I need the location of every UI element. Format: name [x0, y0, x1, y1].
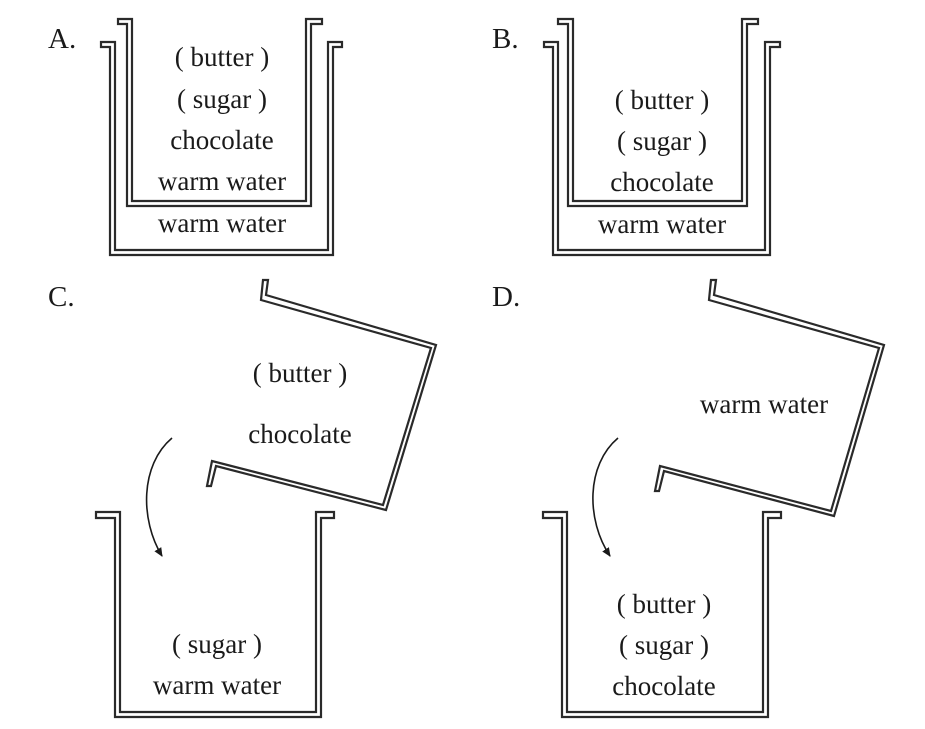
- option-b-outer-container: [542, 40, 782, 257]
- option-b-inner-item-1: ( butter ): [615, 85, 709, 115]
- option-b: B. ( butter ) ( sugar ) chocolate warm w…: [492, 17, 782, 257]
- option-d-pour-arrow: [592, 437, 619, 557]
- option-a-inner-item-2: ( sugar ): [177, 84, 267, 114]
- option-a-outer-item-1: warm water: [158, 208, 286, 238]
- option-a-inner-item-1: ( butter ): [175, 42, 269, 72]
- option-a-inner-item-4: warm water: [158, 166, 286, 196]
- option-d-bottom-item-1: ( butter ): [617, 589, 711, 619]
- option-d-bottom-item-2: ( sugar ): [619, 630, 709, 660]
- option-b-inner-container: [556, 17, 760, 208]
- option-a-inner-item-3: chocolate: [170, 125, 273, 155]
- option-c-bottom-item-1: ( sugar ): [172, 629, 262, 659]
- option-d-tilted-container: [653, 278, 886, 518]
- option-a-inner-container: [116, 17, 324, 208]
- option-c-bottom-item-2: warm water: [153, 670, 281, 700]
- option-d: D. warm water ( butter ) ( sugar ) choco…: [492, 278, 886, 719]
- option-a: A. ( butter ) ( sugar ) chocolate warm w…: [48, 17, 344, 257]
- option-c-tilted-container: [205, 278, 438, 512]
- option-b-inner-item-3: chocolate: [610, 167, 713, 197]
- option-d-bottom-item-3: chocolate: [612, 671, 715, 701]
- option-d-letter: D.: [492, 281, 520, 313]
- option-c-tilted-item-1: ( butter ): [253, 358, 347, 388]
- option-a-outer-container: [99, 40, 344, 257]
- option-c-bottom-container: [94, 510, 336, 719]
- option-a-letter: A.: [48, 23, 76, 55]
- option-d-bottom-container: [541, 510, 783, 719]
- option-c: C. ( butter ) chocolate ( sugar ) warm w…: [48, 278, 438, 719]
- option-b-inner-item-2: ( sugar ): [617, 126, 707, 156]
- option-b-outer-item-1: warm water: [598, 209, 726, 239]
- option-c-letter: C.: [48, 281, 75, 313]
- option-c-tilted-item-2: chocolate: [248, 419, 351, 449]
- option-c-pour-arrow: [145, 437, 173, 557]
- option-d-tilted-item-1: warm water: [700, 389, 828, 419]
- option-b-letter: B.: [492, 23, 519, 55]
